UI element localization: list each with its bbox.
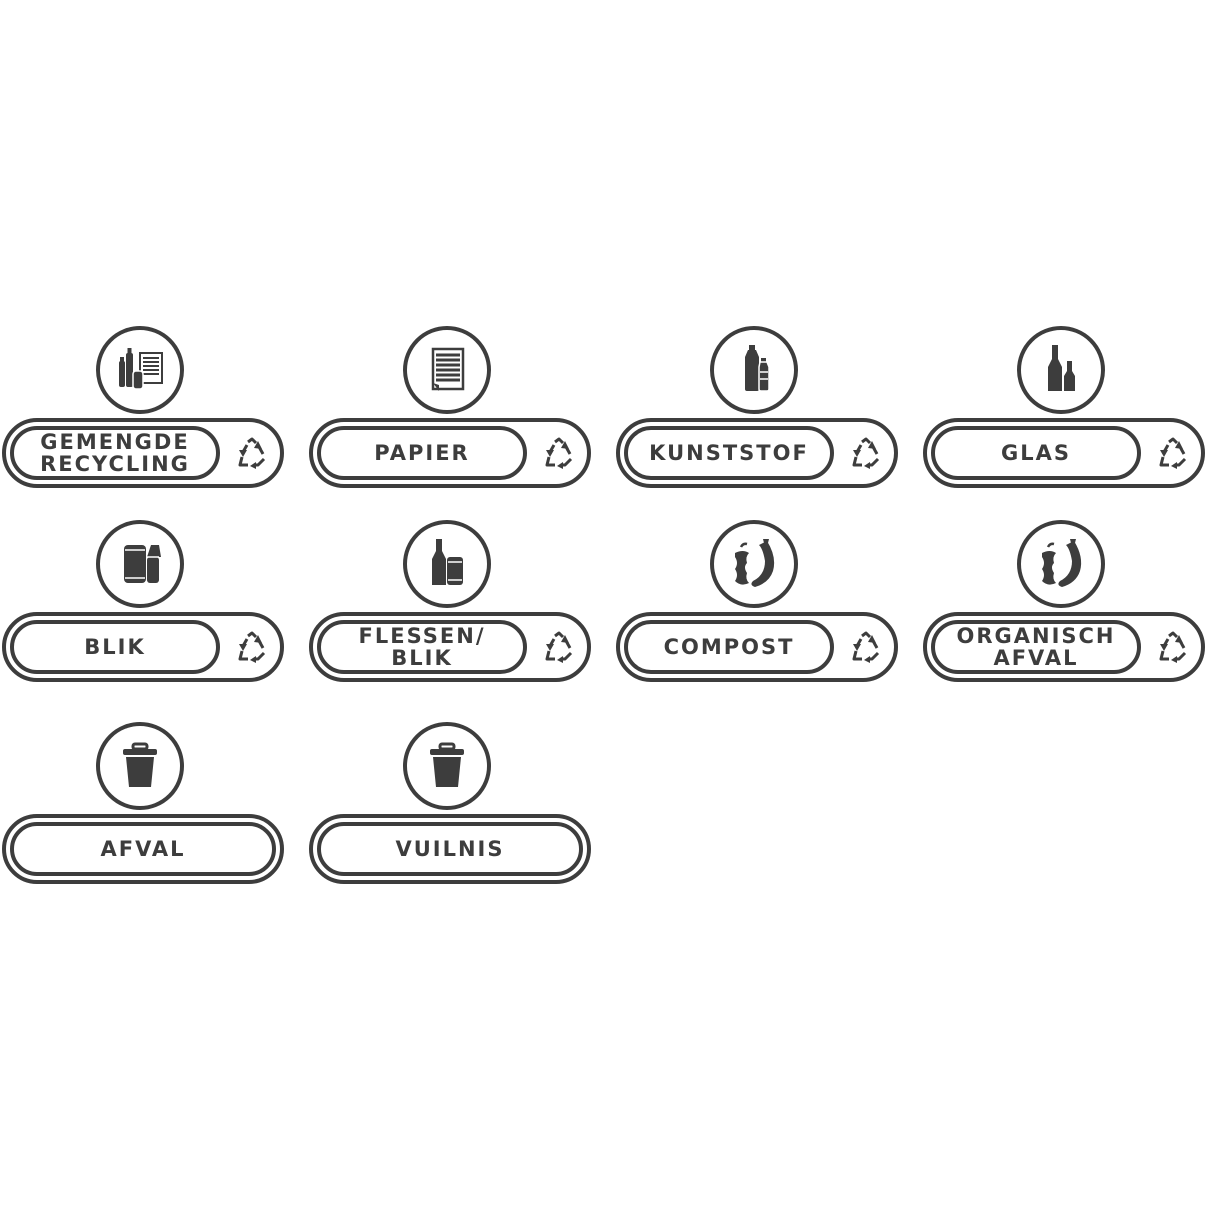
plastic-bottles-icon: [710, 326, 798, 414]
paper-icon: [403, 326, 491, 414]
label-text-box: AFVAL: [10, 822, 276, 876]
label-text-box: GEMENGDE RECYCLING: [10, 426, 220, 480]
label-text-box: KUNSTSTOF: [624, 426, 834, 480]
cans-icon: [96, 520, 184, 608]
label-kunststof: KUNSTSTOF: [614, 326, 900, 498]
label-afval: AFVAL: [0, 722, 286, 894]
recycle-icon: [1159, 631, 1187, 663]
label-compost: COMPOST: [614, 520, 900, 692]
label-text: ORGANISCH AFVAL: [956, 624, 1116, 670]
label-text-box: PAPIER: [317, 426, 527, 480]
recycle-icon: [238, 437, 266, 469]
label-frame: ORGANISCH AFVAL: [923, 612, 1205, 682]
label-text: AFVAL: [100, 837, 186, 861]
label-frame: PAPIER: [309, 418, 591, 488]
label-text: BLIK: [84, 635, 146, 659]
label-frame: GEMENGDE RECYCLING: [2, 418, 284, 488]
trash-can-icon: [403, 722, 491, 810]
label-frame: AFVAL: [2, 814, 284, 884]
label-text-box: GLAS: [931, 426, 1141, 480]
label-flessen-blik: FLESSEN/ BLIK: [307, 520, 593, 692]
recycle-icon: [852, 631, 880, 663]
recycle-icon: [1159, 437, 1187, 469]
label-text-box: COMPOST: [624, 620, 834, 674]
glass-bottles-icon: [1017, 326, 1105, 414]
label-text-box: FLESSEN/ BLIK: [317, 620, 527, 674]
trash-can-icon: [96, 722, 184, 810]
recycle-icon: [545, 631, 573, 663]
label-text: VUILNIS: [395, 837, 505, 861]
label-text-box: ORGANISCH AFVAL: [931, 620, 1141, 674]
label-frame: KUNSTSTOF: [616, 418, 898, 488]
label-organisch-afval: ORGANISCH AFVAL: [921, 520, 1207, 692]
apple-banana-icon: [710, 520, 798, 608]
apple-banana-icon: [1017, 520, 1105, 608]
bottle-can-icon: [403, 520, 491, 608]
label-frame: FLESSEN/ BLIK: [309, 612, 591, 682]
recycle-icon: [545, 437, 573, 469]
label-glas: GLAS: [921, 326, 1207, 498]
recycle-icon: [238, 631, 266, 663]
label-text: GEMENGDE RECYCLING: [40, 430, 190, 476]
label-frame: BLIK: [2, 612, 284, 682]
recycle-icon: [852, 437, 880, 469]
label-text-box: BLIK: [10, 620, 220, 674]
label-frame: GLAS: [923, 418, 1205, 488]
label-frame: VUILNIS: [309, 814, 591, 884]
label-text-box: VUILNIS: [317, 822, 583, 876]
label-text: COMPOST: [663, 635, 795, 659]
label-gemengde-recycling: GEMENGDE RECYCLING: [0, 326, 286, 498]
label-text: GLAS: [1001, 441, 1071, 465]
label-blik: BLIK: [0, 520, 286, 692]
mixed-recycling-icon: [96, 326, 184, 414]
label-text: PAPIER: [374, 441, 470, 465]
label-text: FLESSEN/ BLIK: [358, 624, 486, 670]
label-text: KUNSTSTOF: [649, 441, 809, 465]
label-vuilnis: VUILNIS: [307, 722, 593, 894]
label-papier: PAPIER: [307, 326, 593, 498]
label-frame: COMPOST: [616, 612, 898, 682]
